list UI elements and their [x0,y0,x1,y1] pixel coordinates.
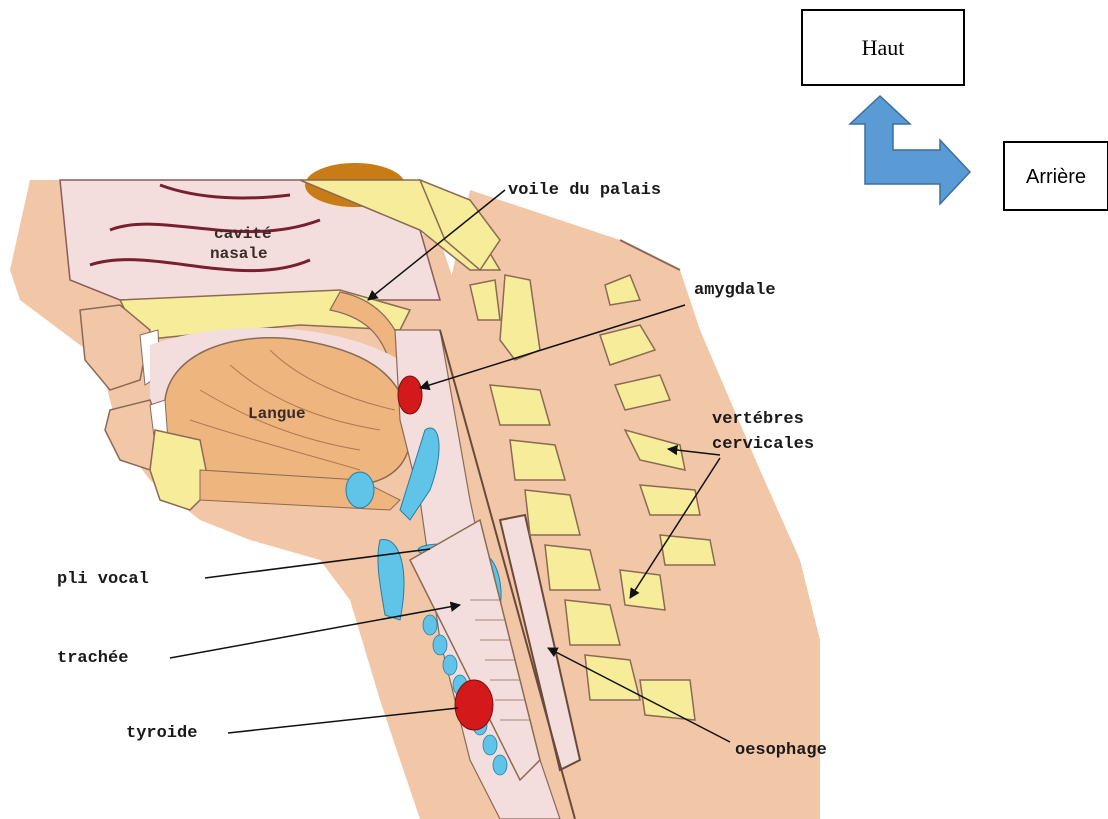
thyroid-gland [455,680,493,730]
label-trachea: trachée [57,649,128,668]
label-esophagus: oesophage [735,741,827,760]
label-vocal-fold: pli vocal [57,570,149,589]
back-label: Arrière [1026,166,1086,188]
up-label: Haut [862,35,905,60]
label-nasal-cavity-line2: nasale [210,245,268,263]
label-tongue: Langue [248,405,306,423]
label-cervical-vertebrae-line1: vertébres [712,410,804,429]
orientation-arrow-icon [850,96,970,204]
label-thyroid: tyroide [126,724,197,743]
label-tonsil: amygdale [694,281,776,300]
tonsil [398,376,422,414]
hyoid-cartilage [346,472,374,508]
label-nasal-cavity-line1: cavité [214,225,272,243]
label-soft-palate: voile du palais [508,181,661,200]
label-cervical-vertebrae-line2: cervicales [712,435,814,454]
